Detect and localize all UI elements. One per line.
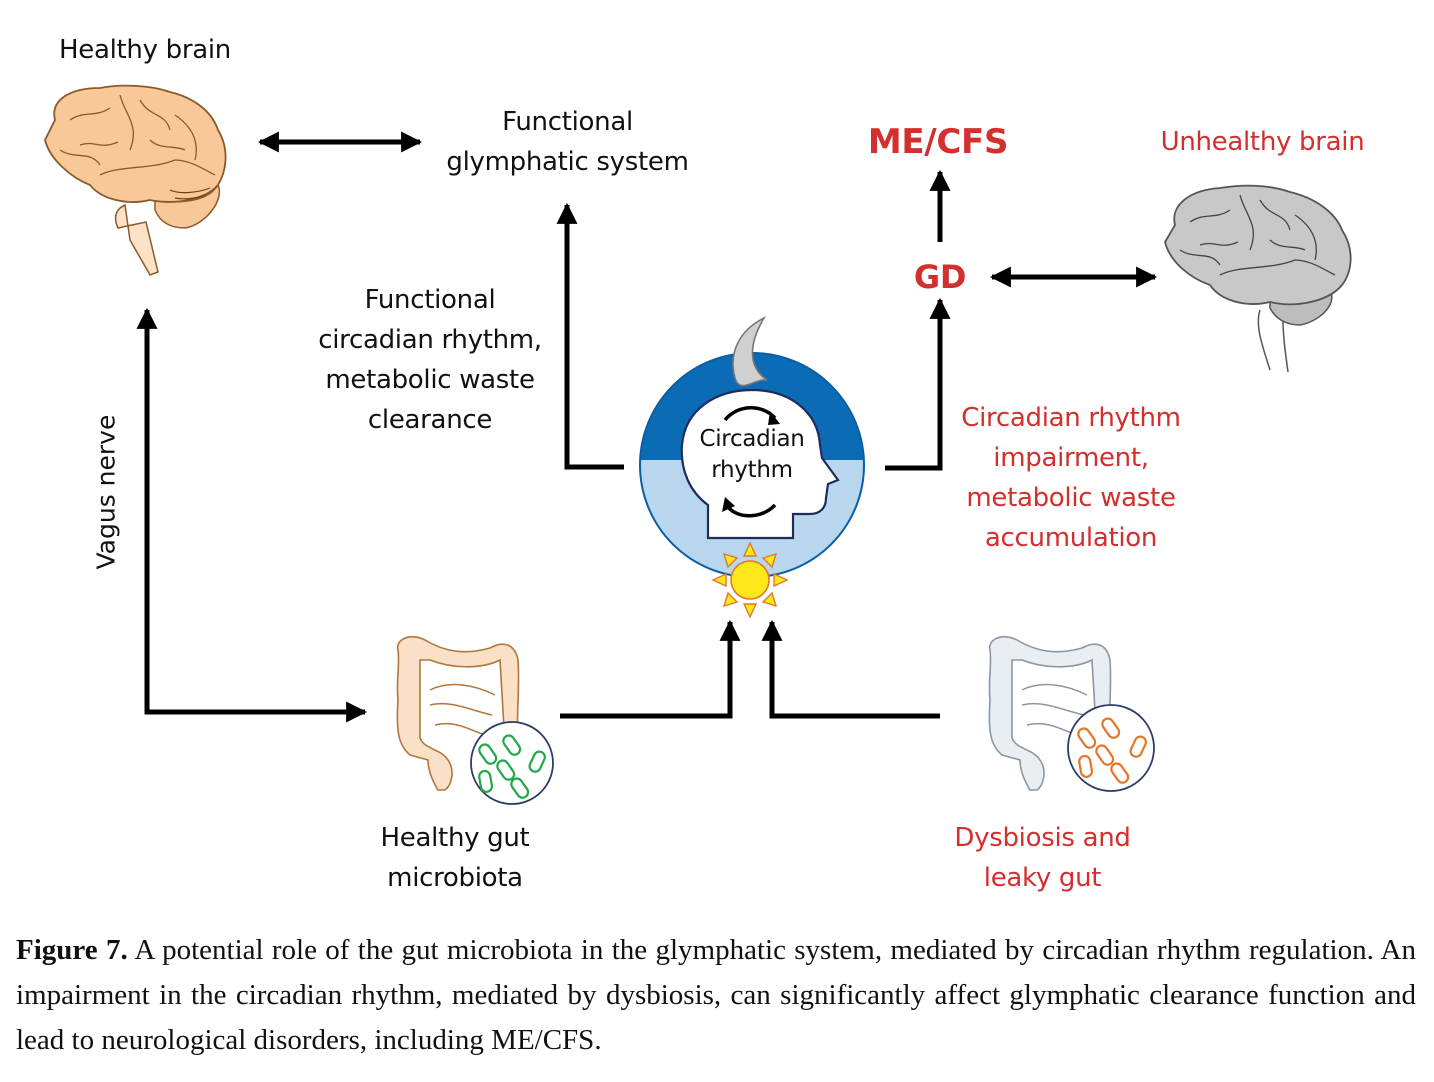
circadian-impairment-label: Circadian rhythm impairment, metabolic w… (961, 403, 1181, 553)
head-silhouette-icon (680, 388, 840, 540)
bacteria-magnifier-icon (470, 721, 554, 805)
healthy-gut-circadian-arrow (560, 619, 741, 719)
gd-label: GD (913, 258, 967, 296)
functional-circadian-label: Functional circadian rhythm, metabolic w… (318, 285, 542, 435)
healthy-brain-label: Healthy brain (59, 35, 231, 65)
caption-text: A potential role of the gut microbiota i… (16, 934, 1416, 1056)
healthy-brain-icon (44, 84, 227, 276)
figure-diagram: Healthy brain Functional glymphatic syst… (44, 35, 1365, 893)
cycle-arrow-head-icon (722, 497, 735, 512)
figure-caption: Figure 7. A potential role of the gut mi… (16, 928, 1416, 1063)
circadian-glymphatic-arrow (556, 202, 624, 470)
dysbiosis-label: Dysbiosis and leaky gut (954, 823, 1131, 893)
circadian-rhythm-center-label: Circadian rhythm (699, 426, 805, 483)
healthy-gut-icon (396, 635, 520, 791)
moon-icon (732, 316, 768, 387)
bacteria-magnifier-icon (1067, 704, 1155, 792)
functional-glymphatic-label: Functional glymphatic system (446, 107, 689, 177)
circadian-gd-arrow (885, 297, 951, 471)
healthy-gut-label: Healthy gut microbiota (380, 823, 530, 893)
cycle-arrow-icon (726, 503, 777, 518)
vagus-nerve-arrow (136, 307, 368, 723)
unhealthy-brain-label: Unhealthy brain (1160, 127, 1365, 157)
dysbiotic-gut-icon (988, 635, 1112, 791)
vagus-nerve-label: Vagus nerve (91, 414, 121, 570)
diagram-canvas (44, 84, 1352, 805)
unhealthy-brain-icon (1164, 184, 1352, 373)
dysbiosis-circadian-arrow (761, 619, 940, 719)
cycle-arrow-head-icon (768, 411, 780, 425)
me-cfs-label: ME/CFS (867, 122, 1009, 162)
figure-number: Figure 7. (16, 934, 128, 966)
sun-icon (711, 541, 789, 619)
